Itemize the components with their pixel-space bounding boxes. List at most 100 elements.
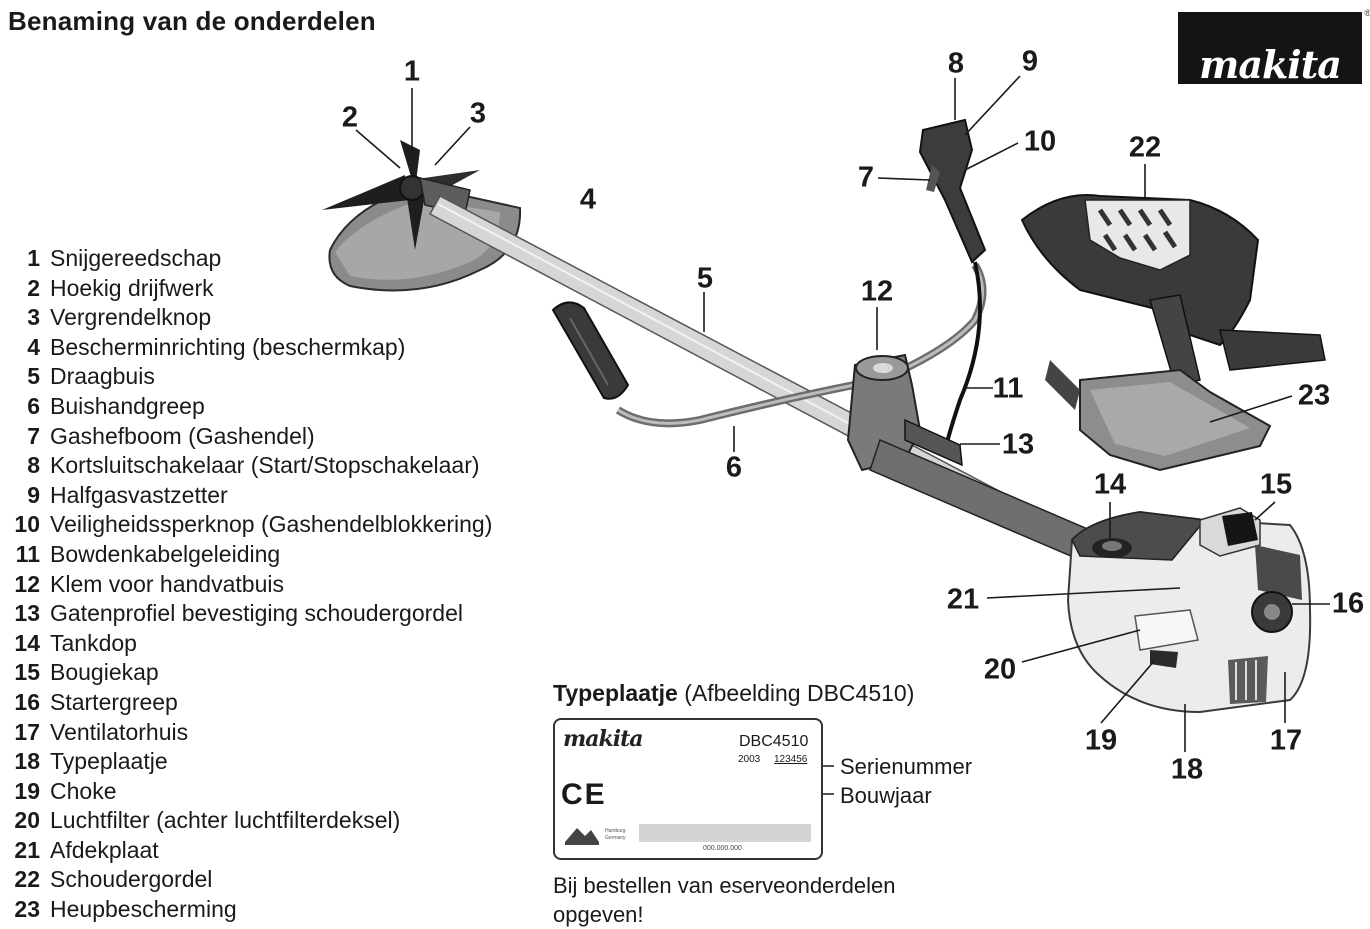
part-number: 1 [27, 245, 40, 271]
part-number: 9 [27, 481, 40, 508]
nameplate: makita DBC4510 2003 123456 CE Hamburg Ge… [553, 718, 823, 860]
part-item: 12 Klem voor handvatbuis [6, 570, 492, 600]
manufacturer-country: Germany [605, 835, 626, 841]
callout-11: 11 [992, 372, 1024, 405]
nameplate-heading-bold: Typeplaatje [553, 680, 678, 706]
part-number: 8 [27, 452, 40, 479]
part-item: 14 Tankdop [6, 629, 492, 659]
part-name: Buishandgreep [50, 392, 205, 419]
callout-2: 2 [341, 101, 359, 134]
part-number: 6 [27, 392, 40, 419]
nameplate-year: 2003 [738, 754, 761, 765]
brand-logo-text: makita [1199, 42, 1342, 87]
serial-number-label: Serienummer [840, 754, 973, 779]
part-number: 22 [14, 866, 40, 893]
cutting-head [322, 140, 522, 292]
part-name: Gatenprofiel bevestiging schoudergordel [50, 600, 463, 627]
nameplate-heading: Typeplaatje (Afbeelding DBC4510) [553, 680, 914, 707]
callout-17: 17 [1269, 724, 1303, 757]
callout-6: 6 [725, 451, 743, 484]
part-number: 21 [14, 836, 40, 863]
callout-23: 23 [1297, 379, 1331, 412]
callout-20: 20 [983, 653, 1017, 686]
part-name: Bowdenkabelgeleiding [50, 540, 281, 567]
callout-13: 13 [1001, 428, 1035, 461]
callout-16: 16 [1331, 587, 1365, 620]
nameplate-serial: 123456 [774, 754, 808, 765]
part-number: 18 [14, 748, 40, 775]
part-number: 23 [14, 896, 40, 923]
callout-8: 8 [947, 47, 965, 80]
registered-mark: ® [1364, 8, 1370, 18]
callout-19: 19 [1084, 724, 1118, 757]
part-name: Veiligheidssperknop (Gashendelblokkering… [50, 511, 493, 538]
callout-10: 10 [1023, 125, 1057, 158]
callout-9: 9 [1021, 45, 1039, 78]
part-item: 21 Afdekplaat [6, 836, 492, 866]
callout-22: 22 [1128, 131, 1162, 164]
part-name: Halfgasvastzetter [50, 481, 228, 508]
part-name: Draagbuis [50, 363, 155, 390]
part-item: 5 Draagbuis [6, 362, 492, 392]
order-note: Bij bestellen van eserveonderdelen opgev… [553, 871, 895, 929]
callout-14: 14 [1093, 468, 1127, 501]
part-number: 12 [14, 570, 40, 597]
part-name: Afdekplaat [50, 836, 159, 863]
throttle-cable [943, 261, 982, 451]
part-name: Vergrendelknop [50, 304, 212, 331]
part-number: 2 [27, 274, 40, 301]
part-number: 3 [27, 304, 40, 331]
part-item: 16 Startergreep [6, 688, 492, 718]
part-number: 4 [27, 333, 40, 360]
part-number: 15 [14, 659, 40, 686]
part-item: 3 Vergrendelknop [6, 303, 492, 333]
page-title: Benaming van de onderdelen [8, 6, 376, 36]
part-number: 5 [27, 363, 40, 390]
manufacturer-city: Hamburg [605, 828, 626, 834]
part-name: Startergreep [50, 688, 178, 715]
part-item: 13 Gatenprofiel bevestiging schoudergorde… [6, 599, 492, 629]
part-name: Luchtfilter (achter luchtfilterdeksel) [50, 807, 401, 834]
callout-4: 4 [579, 183, 597, 216]
part-name: Ventilatorhuis [50, 718, 189, 745]
part-name: Klem voor handvatbuis [50, 570, 284, 597]
part-number: 11 [15, 540, 40, 567]
callout-1: 1 [403, 55, 421, 88]
nameplate-code: 000.000.000 [703, 845, 742, 852]
part-name: Schoudergordel [50, 866, 213, 893]
build-year-label: Bouwjaar [840, 783, 932, 808]
callout-5: 5 [696, 262, 714, 295]
part-item: 1 Snijgereedschap [6, 244, 492, 274]
callout-15: 15 [1259, 468, 1293, 501]
part-item: 9 Halfgasvastzetter [6, 481, 492, 511]
part-name: Choke [50, 777, 117, 804]
callout-18: 18 [1170, 753, 1204, 786]
part-number: 13 [14, 600, 40, 627]
leader-lines [355, 75, 1330, 752]
part-item: 6 Buishandgreep [6, 392, 492, 422]
nameplate-brand: makita [563, 726, 644, 752]
nameplate-model: DBC4510 [739, 733, 809, 750]
part-number: 10 [14, 511, 40, 538]
order-note-line-2: opgeven! [553, 902, 644, 927]
part-item: 22 Schoudergordel [6, 865, 492, 895]
order-note-line-1: Bij bestellen van eserveonderdelen [553, 873, 896, 898]
engine-unit [1066, 507, 1312, 714]
part-number: 14 [14, 629, 40, 656]
part-name: Tankdop [50, 629, 137, 656]
part-name: Bougiekap [50, 659, 159, 686]
shoulder-harness [1020, 194, 1326, 472]
nameplate-heading-rest: (Afbeelding DBC4510) [684, 680, 915, 706]
brand-logo: makita ® [1178, 8, 1370, 87]
part-name: Snijgereedschap [50, 245, 222, 271]
part-name: Typeplaatje [50, 748, 168, 775]
part-number: 16 [14, 688, 40, 715]
